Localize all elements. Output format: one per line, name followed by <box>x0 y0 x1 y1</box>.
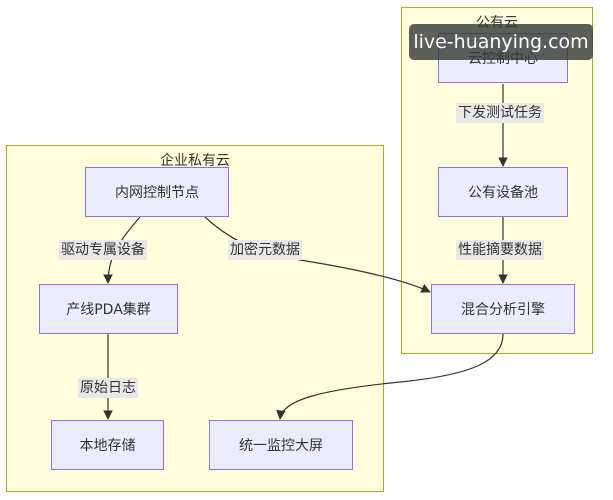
pda-cluster-label: 产线PDA集群 <box>66 302 151 318</box>
hybrid-engine-label: 混合分析引擎 <box>461 302 545 318</box>
local-storage-label: 本地存储 <box>79 438 136 454</box>
dashboard-node: 统一监控大屏 <box>209 420 353 470</box>
edge-label-perf-summary: 性能摘要数据 <box>456 240 544 260</box>
edge-label-encrypt-meta: 加密元数据 <box>228 240 302 260</box>
edge-label-dispatch-tasks: 下发测试任务 <box>456 103 544 123</box>
edge-engine-to-dashboard <box>276 333 504 420</box>
pda-cluster-node: 产线PDA集群 <box>39 284 178 334</box>
edge-label-drive-devices: 驱动专属设备 <box>59 240 147 260</box>
local-storage-node: 本地存储 <box>51 420 164 470</box>
edge-intranet-to-engine <box>204 216 431 293</box>
hybrid-engine-node: 混合分析引擎 <box>431 284 575 334</box>
intranet-control-node: 内网控制节点 <box>85 167 229 217</box>
dashboard-label: 统一监控大屏 <box>239 438 323 454</box>
intranet-control-label: 内网控制节点 <box>115 185 199 201</box>
watermark: live-huanying.com <box>409 24 593 60</box>
private-cloud-title: 企业私有云 <box>160 153 230 169</box>
public-device-pool-node: 公有设备池 <box>438 167 568 217</box>
edge-label-raw-logs: 原始日志 <box>78 378 138 398</box>
public-device-pool-label: 公有设备池 <box>468 185 538 201</box>
